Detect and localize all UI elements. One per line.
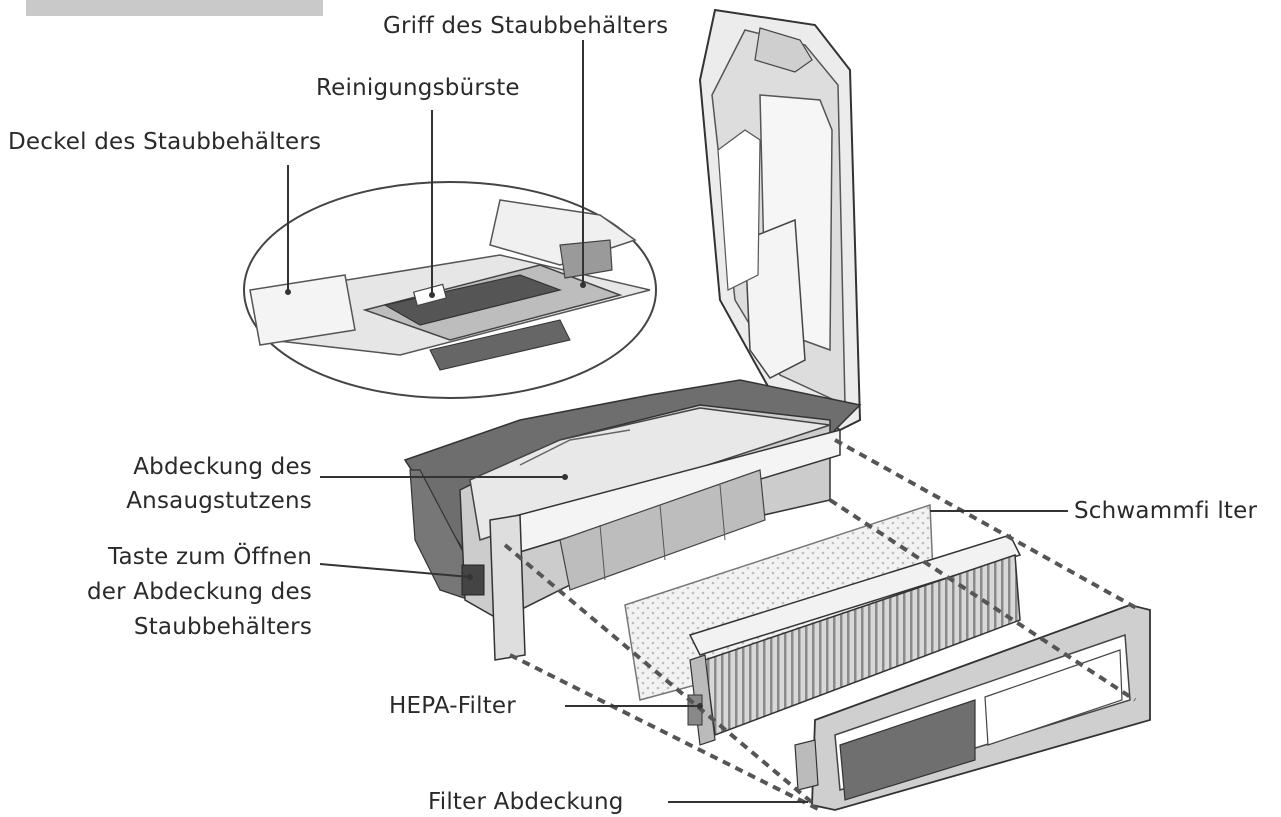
label-griff: Griff des Staubbehälters [383,13,669,39]
leader-taste [319,563,471,578]
label-ansaug-line2: Ansaugstutzens [126,488,312,514]
label-filter-abdeckung: Filter Abdeckung [428,789,624,815]
brush-slot [383,274,563,326]
inset-detail [243,181,657,399]
header-tab [26,0,323,16]
label-ansaug-line1: Abdeckung des [133,454,312,480]
label-taste-line3: Staubbehälters [133,614,312,640]
label-taste-line1: Taste zum Öffnen [108,544,312,570]
label-reinigungsbuerste: Reinigungsbürste [316,75,520,101]
leader-lines [287,40,1068,803]
bin-body [403,379,862,661]
label-taste-line2: der Abdeckung des [86,579,312,605]
label-deckel: Deckel des Staubbehälters [8,129,322,155]
bin-lid [698,8,862,432]
lid-cover-flap [249,274,356,346]
assembly-guides [503,438,1141,812]
open-button [461,564,485,596]
label-schwammfilter: Schwammfi lter [1074,498,1258,524]
label-hepa: HEPA-Filter [389,693,516,719]
